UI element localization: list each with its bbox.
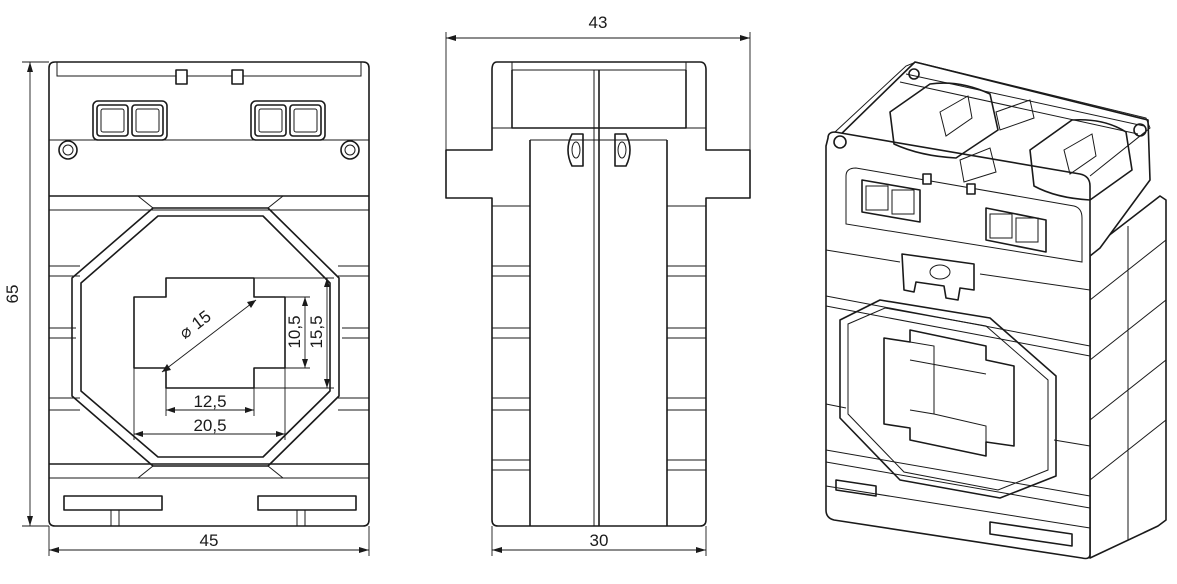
foot-slot-right — [257, 495, 357, 511]
dim-window-width-inner — [165, 388, 255, 416]
window-frame-inner — [80, 215, 331, 458]
iso-hook-clip — [901, 253, 975, 301]
label-side-depth-bottom: 30 — [590, 531, 609, 550]
side-ribs — [492, 205, 706, 471]
dim-front-width — [48, 526, 370, 556]
iso-top-compartment-left — [889, 82, 999, 159]
dim-window-height-inner — [254, 296, 310, 369]
iso-window-frame — [839, 299, 1057, 499]
iso-mount-hole-left — [833, 135, 847, 149]
conductor-window — [133, 277, 286, 389]
side-hole-right — [614, 133, 631, 167]
label-window-width-inner: 12,5 — [193, 392, 226, 411]
label-side-depth-top: 43 — [589, 13, 608, 32]
iso-terminal-block-right — [985, 207, 1047, 253]
terminal-slot-left — [175, 69, 188, 85]
front-outline — [48, 61, 370, 527]
label-window-height-inner: 10,5 — [285, 315, 304, 348]
dim-window-width-outer — [133, 368, 286, 440]
label-overall-height: 65 — [3, 285, 22, 304]
isometric-view — [825, 61, 1167, 560]
front-view — [22, 61, 370, 556]
iso-mount-hole-right — [1133, 123, 1147, 137]
terminal-block-left — [92, 100, 168, 141]
iso-top-compartment-right — [1029, 118, 1133, 201]
dim-window-height-outer — [254, 277, 334, 389]
dim-side-depth-top — [445, 32, 751, 150]
side-top-outline — [445, 61, 751, 527]
mounting-hole-left — [58, 140, 78, 160]
side-view — [445, 32, 751, 556]
front-top-ridge — [56, 62, 362, 77]
diameter-line — [161, 299, 257, 373]
foot-slot-left — [63, 495, 163, 511]
iso-terminal-block-left — [861, 179, 921, 223]
side-hole-left — [567, 133, 584, 167]
dim-side-depth-bottom — [491, 526, 707, 556]
label-front-width: 45 — [200, 531, 219, 550]
dim-overall-height — [22, 61, 49, 527]
terminal-block-right — [250, 100, 326, 141]
terminal-slot-right — [231, 69, 244, 85]
mounting-hole-right — [340, 140, 360, 160]
label-window-width-outer: 20,5 — [193, 416, 226, 435]
label-window-height-outer: 15,5 — [307, 315, 326, 348]
